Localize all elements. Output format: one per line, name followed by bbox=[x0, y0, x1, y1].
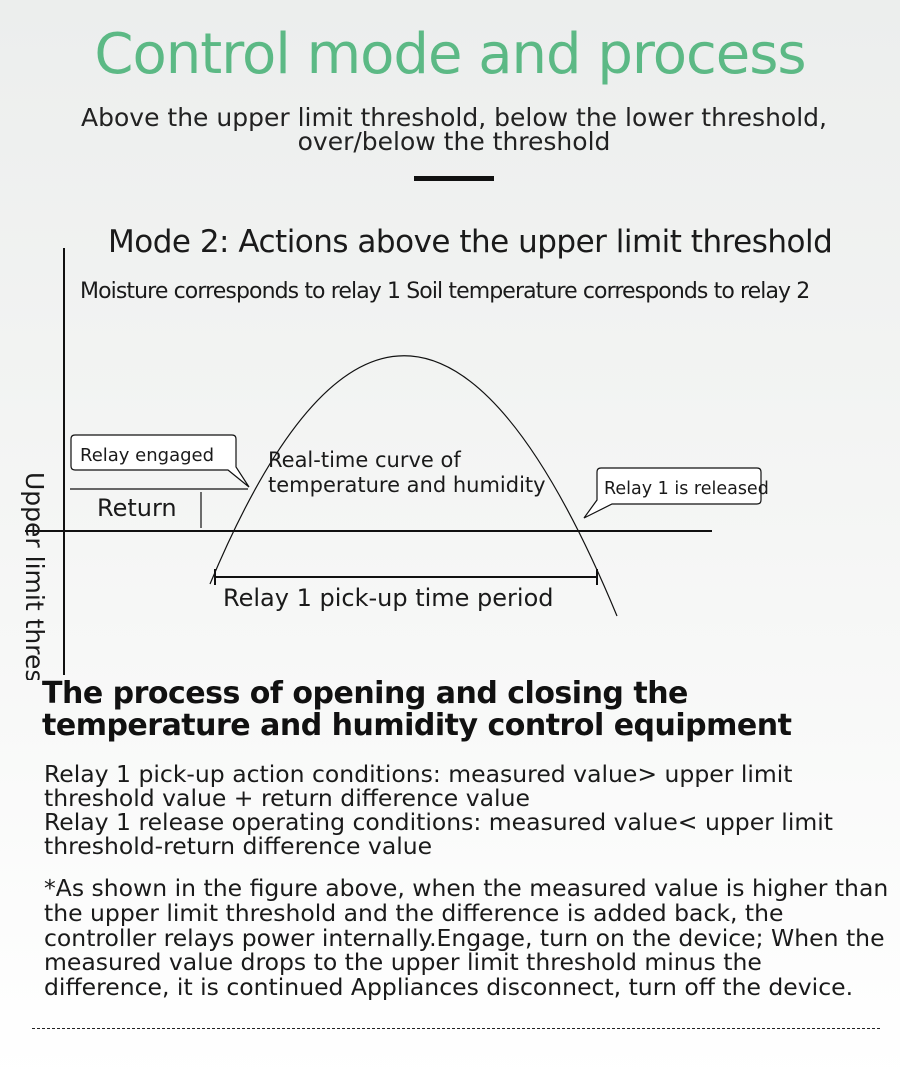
period-label: Relay 1 pick-up time period bbox=[223, 584, 554, 612]
callout-released-box bbox=[583, 467, 762, 519]
process-heading: The process of opening and closing the t… bbox=[42, 676, 792, 743]
process-note: *As shown in the figure above, when the … bbox=[44, 874, 889, 1002]
release-condition: Relay 1 release operating conditions: me… bbox=[44, 808, 833, 860]
callout-engaged-box bbox=[70, 434, 250, 488]
title-divider bbox=[414, 176, 494, 181]
mode-title: Mode 2: Actions above the upper limit th… bbox=[108, 224, 833, 260]
callout-engaged-label: Relay engaged bbox=[80, 445, 214, 466]
realtime-curve bbox=[209, 355, 618, 617]
curve-label-line1: Real-time curve of bbox=[268, 448, 461, 472]
return-label: Return bbox=[97, 494, 177, 522]
page-title: Control mode and process bbox=[94, 22, 806, 87]
pickup-condition: Relay 1 pick-up action conditions: measu… bbox=[44, 760, 793, 812]
curve-label-line2: temperature and humidity bbox=[268, 473, 546, 497]
threshold-diagram: Relay engaged Relay 1 is released Real-t… bbox=[20, 248, 769, 680]
page-subtitle: Above the upper limit threshold, below t… bbox=[81, 103, 827, 156]
mode-description: Moisture corresponds to relay 1 Soil tem… bbox=[80, 279, 810, 304]
dashed-divider bbox=[32, 1028, 880, 1029]
callout-released-label: Relay 1 is released bbox=[604, 479, 769, 499]
y-axis-label: Upper limit threshold bbox=[20, 472, 49, 680]
